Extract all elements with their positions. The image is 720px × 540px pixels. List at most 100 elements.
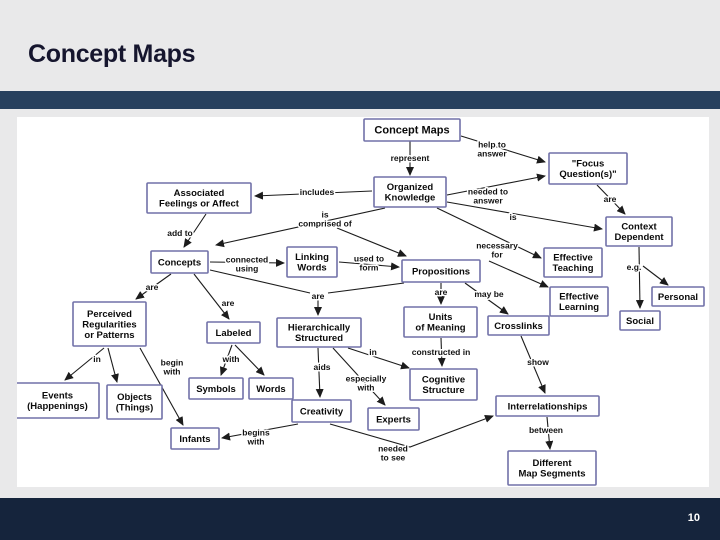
node-box (170, 427, 220, 450)
node-label: Interrelationships (508, 401, 588, 412)
edge-eg-personal (642, 265, 669, 286)
edge-are-hierarchical-left (209, 269, 311, 294)
node-label: Propositions (412, 266, 470, 277)
edge-label-includes: includes (300, 187, 335, 197)
node-label: Creativity (300, 406, 344, 417)
edge-in-events (64, 347, 105, 381)
edge-is-context-dependent (446, 201, 603, 232)
node-label: Objects(Things) (116, 392, 153, 414)
edge-label-may-be: may be (474, 289, 504, 299)
page-number: 10 (687, 512, 700, 524)
edge-label-are-hierarchical: are (312, 291, 325, 301)
node-label: Personal (658, 292, 698, 303)
edge-necessary-for-branch (488, 260, 549, 288)
node-social: Social (619, 310, 661, 331)
edge-label-are-perceived: are (146, 282, 159, 292)
node-label: Experts (376, 414, 411, 425)
edge-are-labeled (193, 273, 230, 320)
node-personal: Personal (651, 286, 705, 307)
edge-label-are-context-dependent: are (604, 194, 617, 204)
edge-label-are-units: are (435, 287, 448, 297)
node-label: Infants (179, 434, 210, 445)
node-words: Words (248, 377, 294, 400)
node-box (367, 407, 420, 431)
node-infants: Infants (170, 427, 220, 450)
node-box (605, 216, 673, 247)
node-box (17, 382, 100, 419)
node-box (363, 118, 461, 142)
edge-eg-social (635, 246, 644, 309)
node-box (146, 182, 252, 214)
edge-constructed-in (437, 337, 446, 367)
node-label: Concept Maps (374, 124, 449, 136)
edge-begins-with (221, 423, 299, 441)
edge-are-context-dependent (596, 184, 626, 215)
node-box (619, 310, 661, 331)
edge-connected-using (209, 258, 285, 267)
node-box (106, 384, 163, 420)
node-box (487, 315, 550, 336)
edge-label-show: show (527, 357, 549, 367)
edge-label-with-symbols: with (222, 354, 240, 364)
node-crosslinks: Crosslinks (487, 315, 550, 336)
edge-label-between: between (529, 425, 563, 435)
node-box (651, 286, 705, 307)
node-label: Labeled (216, 328, 252, 339)
node-label: Words (256, 384, 285, 395)
edge-in-cognitive (347, 347, 410, 370)
edge-includes (254, 190, 373, 200)
node-box (543, 247, 603, 278)
edge-add-to (183, 213, 207, 248)
edge-label-in-events: in (93, 354, 101, 364)
edge-needed-to-see (329, 415, 494, 448)
edge-with-symbols (219, 344, 233, 376)
edge-label-constructed-in: constructed in (412, 347, 471, 357)
edge-used-to-form (338, 261, 400, 271)
node-box (409, 368, 478, 401)
node-box (401, 259, 481, 283)
edge-label-eg-social: e.g. (627, 262, 642, 272)
node-concepts: Concepts (150, 250, 209, 274)
node-box (206, 321, 261, 344)
node-concept-maps: Concept Maps (363, 118, 461, 142)
edge-between (545, 416, 554, 450)
node-box (548, 152, 628, 185)
node-objects: Objects(Things) (106, 384, 163, 420)
edge-with-words (234, 344, 265, 376)
node-interrelationships: Interrelationships (495, 395, 600, 417)
node-label: Concepts (158, 257, 201, 268)
edge-are-perceived (135, 273, 172, 300)
edge-are-hierarchical-right (327, 282, 405, 294)
edge-aids (315, 347, 324, 398)
node-label: Events(Happenings) (27, 391, 88, 413)
node-box (495, 395, 600, 417)
node-box (150, 250, 209, 274)
node-creativity: Creativity (291, 399, 352, 423)
node-box (188, 377, 244, 400)
